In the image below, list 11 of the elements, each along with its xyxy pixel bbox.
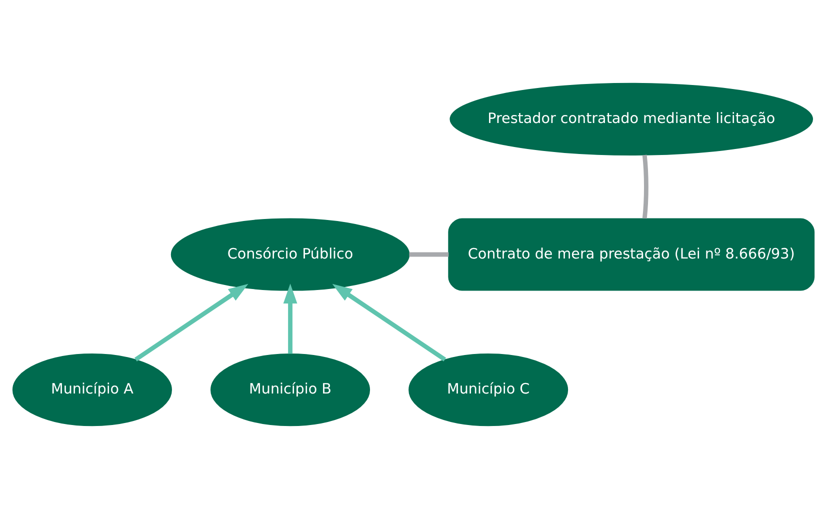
node-ellipse: Prestador contratado mediante licitação (450, 82, 814, 156)
node-ellipse: Município C (408, 354, 568, 426)
node-ellipse: Município B (210, 354, 370, 426)
node-ellipse: Consórcio Público (170, 218, 410, 291)
node-ellipse: Município A (12, 354, 172, 426)
arrow (134, 284, 248, 362)
connector (409, 252, 449, 257)
arrow (283, 284, 298, 354)
arrow (332, 284, 446, 362)
connector (642, 154, 648, 219)
node-box: Contrato de mera prestação (Lei nº 8.666/93) (448, 218, 815, 291)
